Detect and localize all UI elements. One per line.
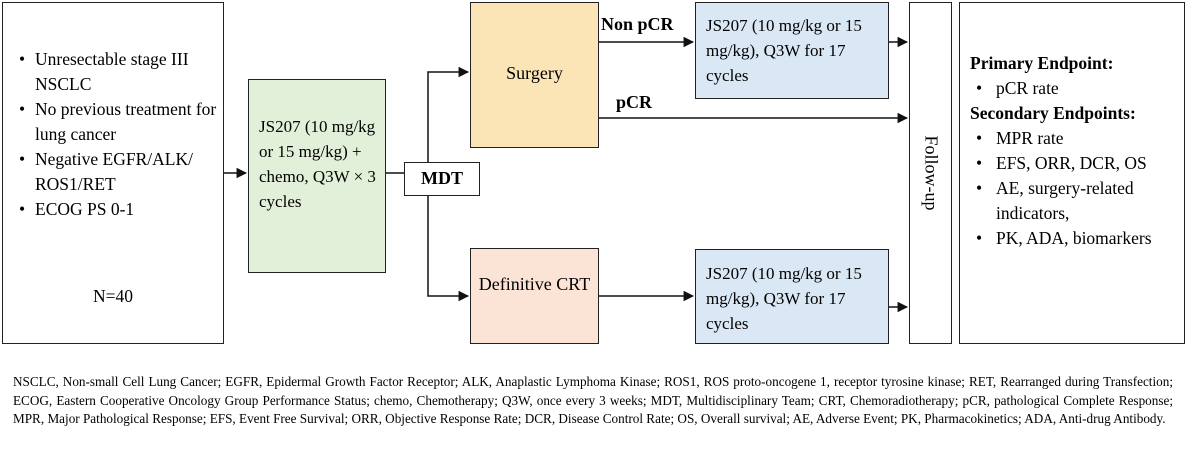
follow-up-box: Follow-up (909, 2, 952, 344)
pcr-label: pCR (616, 92, 653, 112)
inclusion-criteria-box: Unresectable stage III NSCLC No previous… (2, 2, 224, 344)
secondary-endpoint-item: PK, ADA, biomarkers (970, 226, 1184, 251)
endpoints-box: Primary Endpoint: pCR rate Secondary End… (959, 2, 1185, 344)
arrow-mdt-to-crt (427, 196, 470, 302)
inclusion-item: Unresectable stage III NSCLC (13, 47, 218, 97)
secondary-endpoint-item: EFS, ORR, DCR, OS (970, 151, 1184, 176)
maintenance-after-surgery-box: JS207 (10 mg/kg or 15 mg/kg), Q3W for 17… (695, 2, 889, 99)
inclusion-item: Negative EGFR/ALK/ ROS1/RET (13, 147, 218, 197)
induction-text: JS207 (10 mg/kg or 15 mg/kg) + chemo, Q3… (259, 117, 376, 211)
primary-endpoint-item: pCR rate (970, 76, 1184, 101)
arrow-mdt-to-surgery (427, 66, 470, 162)
secondary-endpoint-item: AE, surgery-related indicators, (970, 176, 1184, 226)
inclusion-item: ECOG PS 0-1 (13, 197, 218, 222)
follow-up-label: Follow-up (921, 135, 941, 211)
definitive-crt-box: Definitive CRT (470, 248, 599, 344)
surgery-label: Surgery (506, 63, 563, 83)
crt-label: Definitive CRT (478, 274, 591, 294)
inclusion-list: Unresectable stage III NSCLC No previous… (13, 47, 218, 222)
secondary-endpoints-title: Secondary Endpoints: (970, 103, 1136, 123)
secondary-endpoints-list: MPR rate EFS, ORR, DCR, OS AE, surgery-r… (970, 126, 1184, 251)
surgery-box: Surgery (470, 2, 599, 148)
maintenance-crt-text: JS207 (10 mg/kg or 15 mg/kg), Q3W for 17… (706, 264, 862, 333)
mdt-label: MDT (421, 168, 463, 188)
primary-endpoint-title: Primary Endpoint: (970, 53, 1114, 73)
induction-therapy-box: JS207 (10 mg/kg or 15 mg/kg) + chemo, Q3… (248, 79, 386, 273)
secondary-endpoint-item: MPR rate (970, 126, 1184, 151)
non-pcr-label: Non pCR (601, 14, 674, 34)
sample-size: N=40 (92, 286, 133, 306)
maintenance-after-crt-box: JS207 (10 mg/kg or 15 mg/kg), Q3W for 17… (695, 249, 889, 344)
maintenance-surgery-text: JS207 (10 mg/kg or 15 mg/kg), Q3W for 17… (706, 16, 862, 85)
mdt-box: MDT (404, 162, 480, 196)
inclusion-item: No previous treatment for lung cancer (13, 97, 218, 147)
primary-endpoint-list: pCR rate (970, 76, 1184, 101)
abbreviations-footnote: NSCLC, Non-small Cell Lung Cancer; EGFR,… (13, 374, 1173, 426)
